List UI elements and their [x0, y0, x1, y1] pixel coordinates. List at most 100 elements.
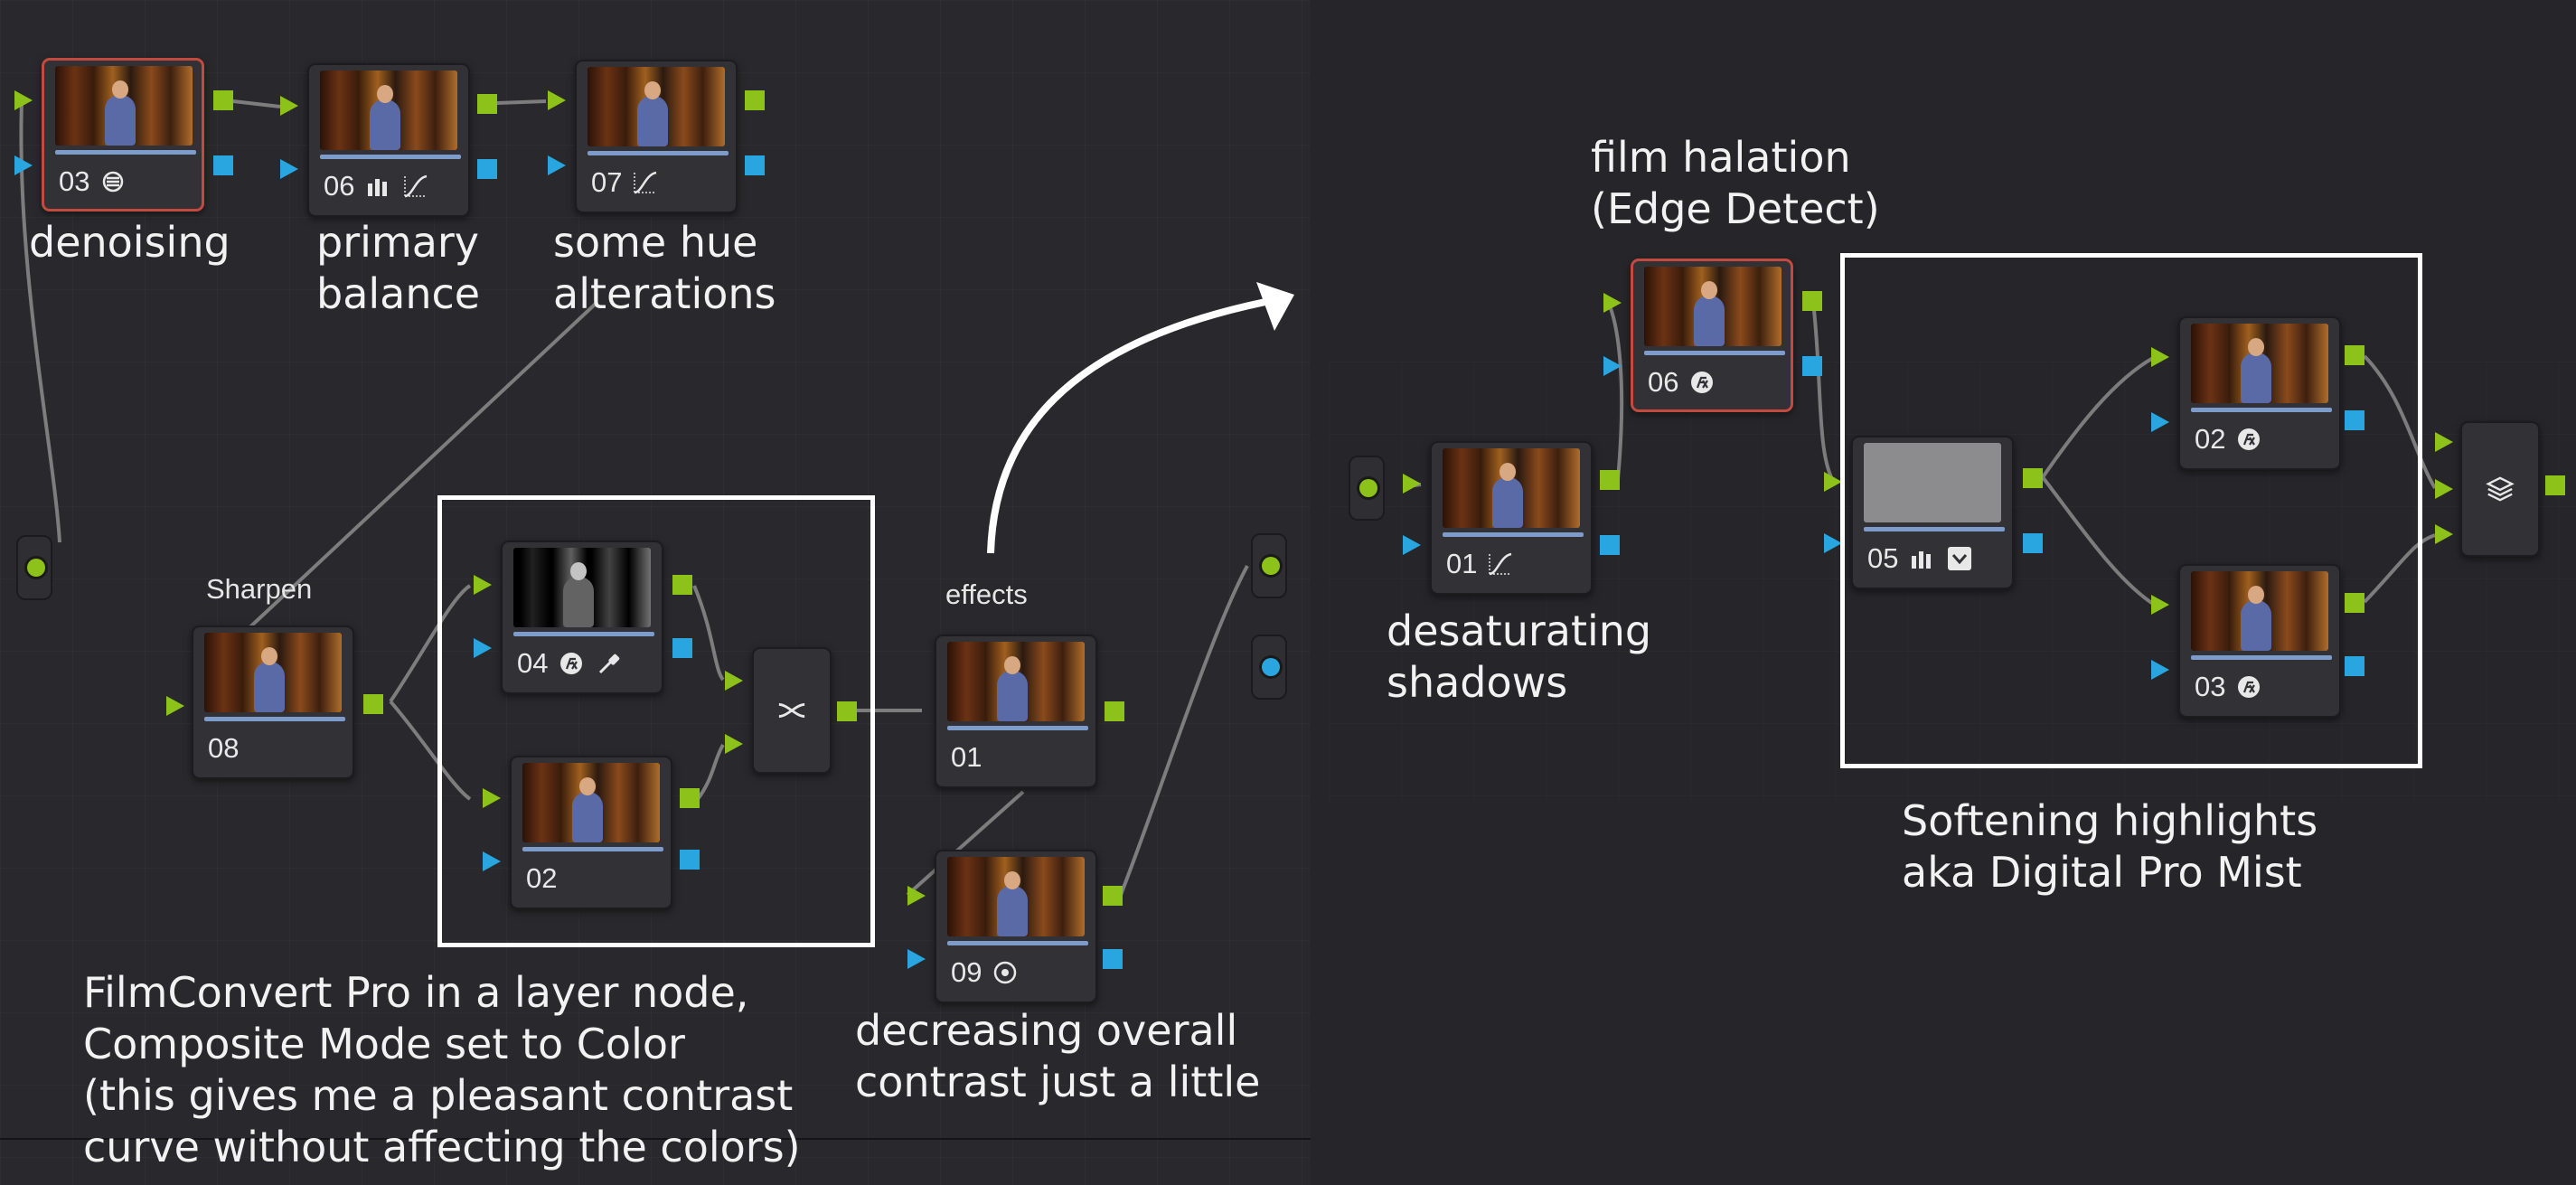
wire-01-09	[906, 790, 1025, 897]
wire-08-04	[389, 584, 472, 703]
node-number: 05	[1867, 542, 1899, 574]
node-03-alpha-output[interactable]	[213, 155, 233, 175]
node-04-rgb-output[interactable]	[672, 575, 692, 595]
node-number: 01	[951, 741, 982, 773]
node-02r-rgb-input[interactable]	[2151, 347, 2169, 367]
node-08-rgb-input[interactable]	[166, 696, 184, 716]
node-01r-rgb-output[interactable]	[1600, 470, 1620, 490]
node-06-rgb-output[interactable]	[477, 94, 497, 114]
output-rgb[interactable]	[1251, 533, 1287, 598]
node-08-rgb-output[interactable]	[363, 694, 383, 714]
node-02r-alpha-output[interactable]	[2345, 410, 2364, 430]
node-02-rgb-output[interactable]	[680, 788, 700, 808]
node-03r-alpha-input[interactable]	[2151, 660, 2169, 680]
mixer-input-1[interactable]	[725, 671, 743, 691]
annotation-arrow	[987, 298, 1266, 554]
node-03-rgb-input[interactable]	[14, 90, 33, 110]
node-05-splitter[interactable]: 05	[1851, 436, 2014, 589]
caption-denoising: denoising	[29, 218, 230, 267]
node-09-alpha-output[interactable]	[1103, 949, 1123, 969]
node-01r-alpha-input[interactable]	[1403, 535, 1421, 555]
node-09-rgb-output[interactable]	[1103, 886, 1123, 906]
node-thumbnail	[522, 763, 660, 842]
node-04-alpha-input[interactable]	[474, 638, 492, 658]
node-02r-alpha-input[interactable]	[2151, 412, 2169, 432]
node-thumbnail	[1864, 443, 2001, 522]
node-01r-rgb-input[interactable]	[1403, 474, 1421, 494]
node-03-denoise[interactable]: 03	[42, 58, 204, 212]
node-06r-rgb-output[interactable]	[1802, 291, 1822, 311]
node-01-effects[interactable]: 01	[935, 635, 1097, 788]
node-09-rgb-input[interactable]	[907, 886, 926, 906]
node-04-alpha-output[interactable]	[672, 638, 692, 658]
mixer-output[interactable]	[837, 701, 857, 721]
node-06r-alpha-output[interactable]	[1802, 356, 1822, 376]
node-06-alpha-input[interactable]	[280, 159, 298, 179]
caption-desaturating-shadows: desaturating shadows	[1387, 607, 1652, 707]
layer-right-input-1[interactable]	[2435, 432, 2453, 452]
node-03r-rgb-input[interactable]	[2151, 595, 2169, 615]
node-02-layer[interactable]: 02	[510, 756, 672, 909]
node-08-sharpen[interactable]: 08	[192, 625, 354, 779]
node-02-rgb-input[interactable]	[483, 788, 501, 808]
node-02-alpha-output[interactable]	[680, 850, 700, 870]
wire-02-mixer	[696, 743, 725, 801]
layer-mixer-node-right[interactable]	[2460, 421, 2540, 557]
node-thumbnail	[55, 66, 193, 146]
node-03r-alpha-output[interactable]	[2345, 656, 2364, 676]
layer-mixer-node[interactable]	[752, 647, 832, 774]
node-02-alpha-input[interactable]	[483, 851, 501, 871]
source-input[interactable]	[16, 535, 52, 600]
node-07-rgb-input[interactable]	[548, 90, 566, 110]
node-07-alpha-output[interactable]	[745, 155, 765, 175]
layer-right-input-3[interactable]	[2435, 524, 2453, 544]
node-06-alpha-output[interactable]	[477, 159, 497, 179]
layer-right-output[interactable]	[2545, 475, 2565, 495]
node-02-softening[interactable]: 02	[2178, 316, 2341, 470]
node-01-rgb-output[interactable]	[1105, 701, 1124, 721]
node-status-bar	[1443, 532, 1584, 537]
node-01-desaturate-shadows[interactable]: 01	[1430, 441, 1593, 595]
node-05-rgb-output[interactable]	[2023, 468, 2043, 488]
node-06-primary[interactable]: 06	[307, 63, 470, 217]
wire-03-layer	[2363, 533, 2436, 604]
caption-softening-highlights: Softening highlights aka Digital Pro Mis…	[1902, 796, 2318, 897]
source-input-right[interactable]	[1349, 456, 1385, 521]
node-04-filmconvert[interactable]: 04	[501, 541, 663, 694]
node-06-rgb-input[interactable]	[280, 96, 298, 116]
annotation-arrowhead	[1256, 282, 1294, 331]
node-02r-rgb-output[interactable]	[2345, 345, 2364, 365]
node-03-softening[interactable]: 03	[2178, 564, 2341, 718]
node-09-alpha-input[interactable]	[907, 949, 926, 969]
curves-icon	[631, 168, 660, 197]
node-03r-rgb-output[interactable]	[2345, 593, 2364, 613]
output-alpha[interactable]	[1251, 635, 1287, 700]
bars-icon	[363, 172, 392, 201]
node-03-alpha-input[interactable]	[14, 155, 33, 175]
wire-06-05	[1811, 301, 1835, 482]
mixer-input-2[interactable]	[725, 734, 743, 754]
wire-05-03	[2041, 475, 2155, 606]
node-06-film-halation[interactable]: 06	[1631, 259, 1793, 412]
node-status-bar	[320, 155, 461, 159]
node-01r-alpha-output[interactable]	[1600, 535, 1620, 555]
node-07-hue[interactable]: 07	[575, 60, 738, 213]
node-05-alpha-output[interactable]	[2023, 533, 2043, 553]
node-number: 02	[526, 862, 558, 894]
node-number: 08	[208, 732, 240, 764]
node-05-alpha-input[interactable]	[1824, 533, 1842, 553]
node-06r-alpha-input[interactable]	[1603, 356, 1622, 376]
node-status-bar	[2191, 655, 2332, 660]
layer-right-input-2[interactable]	[2435, 479, 2453, 499]
node-07-alpha-input[interactable]	[548, 155, 566, 175]
node-06r-rgb-input[interactable]	[1603, 293, 1622, 313]
node-07-rgb-output[interactable]	[745, 90, 765, 110]
node-03-rgb-output[interactable]	[213, 90, 233, 110]
softening-highlight-box	[1840, 253, 2422, 768]
caption-filmconvert: FilmConvert Pro in a layer node, Composi…	[83, 968, 801, 1171]
wire-05-02	[2041, 356, 2154, 479]
curves-icon	[401, 172, 430, 201]
node-04-rgb-input[interactable]	[474, 575, 492, 595]
node-05-rgb-input[interactable]	[1824, 472, 1842, 492]
node-09-contrast[interactable]: 09	[935, 850, 1097, 1003]
